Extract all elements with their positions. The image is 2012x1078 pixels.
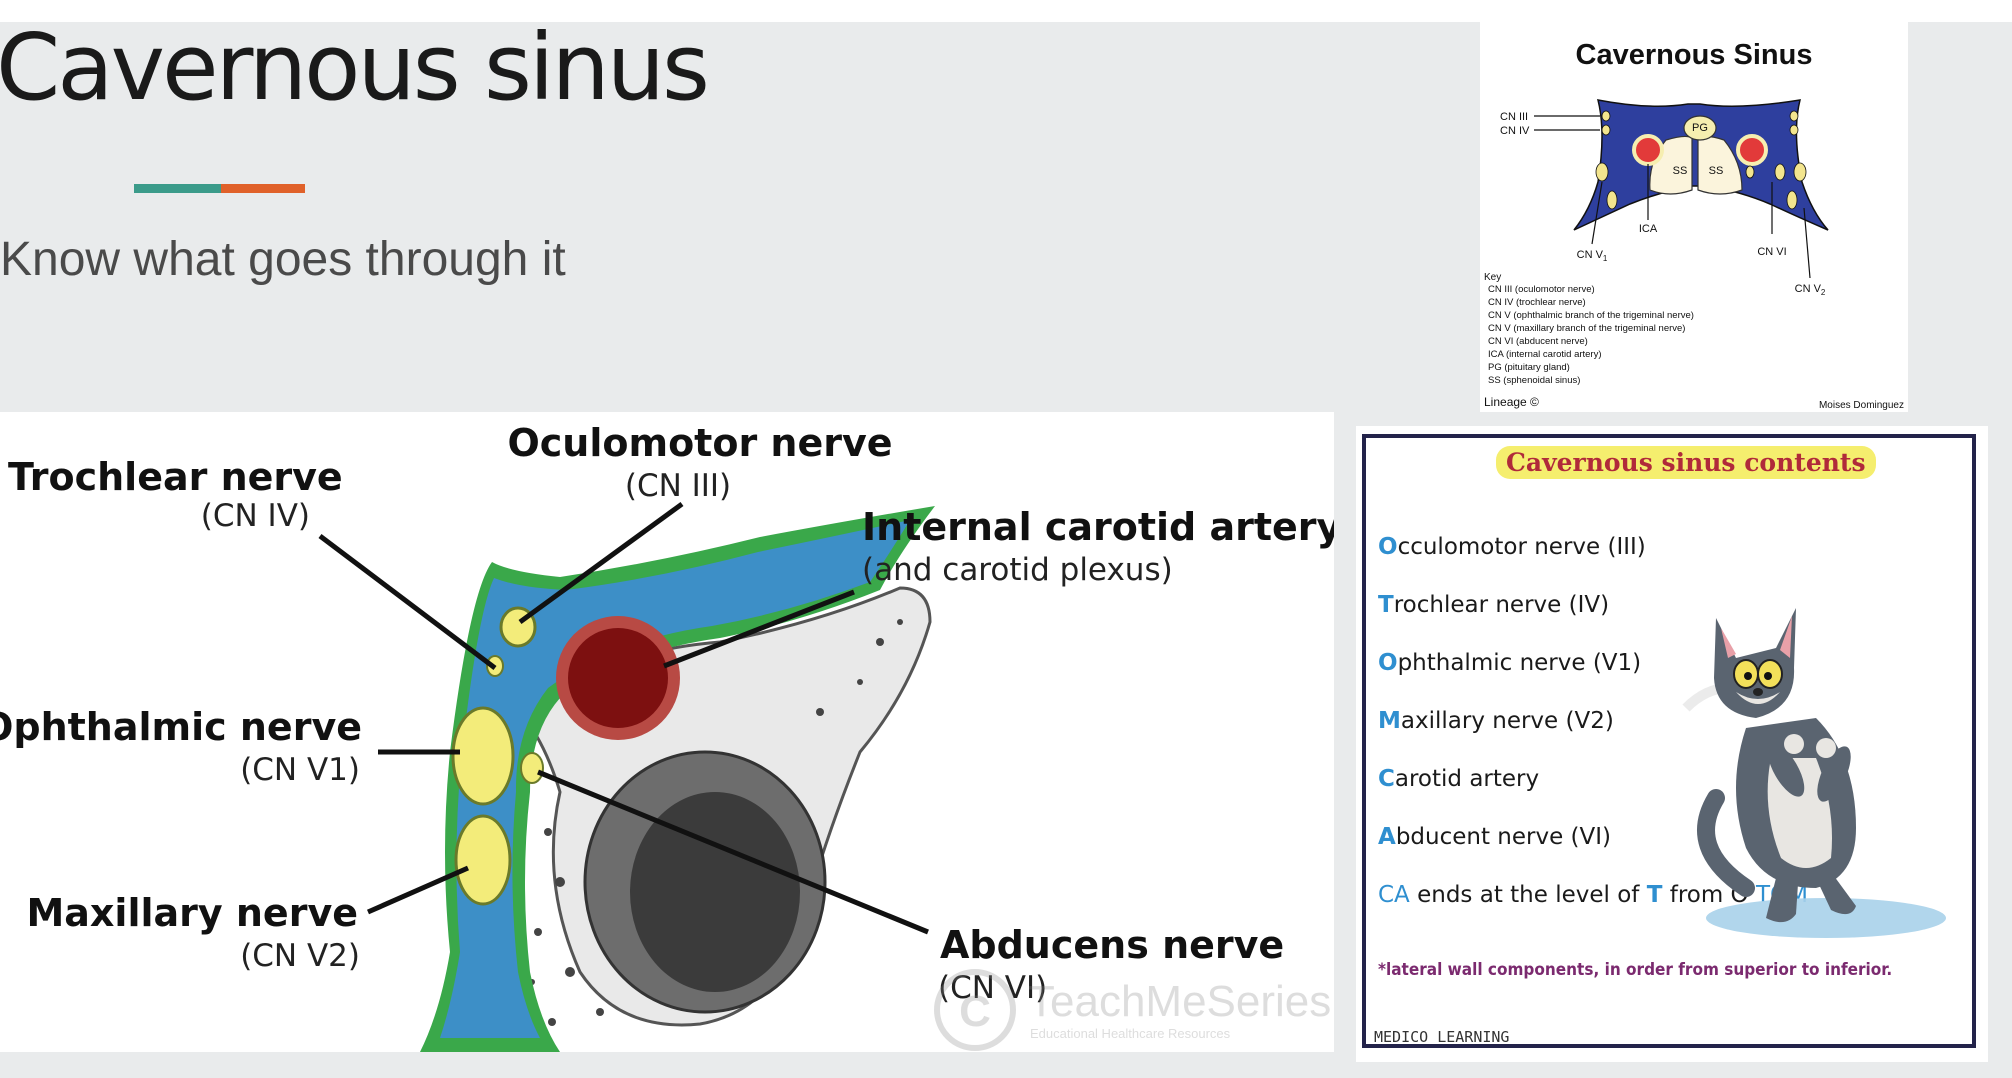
cavernous-sinus-space [440, 520, 910, 1038]
schematic-ica-left [1632, 134, 1664, 166]
label-maxillary-cn: (CN V2) [240, 938, 360, 974]
artery-lumen [568, 628, 668, 728]
contents-footnote: *lateral wall components, in order from … [1378, 960, 1893, 980]
schematic-leader-lines [1534, 115, 1811, 279]
sphenoid-sinus-shadow [630, 792, 800, 992]
watermark-text: TeachMeSeries [1028, 977, 1331, 1026]
item-initial: O [1378, 534, 1398, 560]
schematic-figure: Cavernous Sinus PG SS SS CN [1484, 39, 1904, 411]
item-initial: O [1378, 650, 1398, 676]
schematic-key-item: CN VI (abducent nerve) [1488, 336, 1588, 347]
slide-subtitle: Know what goes through it [0, 233, 566, 286]
schematic-label-cnv2: CN V2 [1795, 283, 1826, 297]
label-ophthalmic-cn: (CN V1) [240, 752, 360, 788]
contents-item-ophthalmic: Ophthalmic nerve (V1) [1378, 650, 1808, 708]
contents-frame: Cavernous sinus contents Occulomotor ner… [1362, 434, 1976, 1048]
schematic-label-cnv1: CN V1 [1577, 249, 1608, 263]
title-accent-orange [221, 184, 305, 193]
schematic-pituitary [1683, 115, 1717, 141]
schematic-key-item: CN III (oculomotor nerve) [1488, 284, 1595, 295]
label-abducens-nerve: Abducens nerve [940, 923, 1284, 967]
medico-learning-logo: MEDICO LEARNING [1374, 1028, 1510, 1046]
schematic-label-cn6: CN VI [1757, 246, 1786, 258]
label-trochlear-cn: (CN IV) [201, 498, 310, 534]
contents-item-oculomotor: Occulomotor nerve (III) [1378, 534, 1808, 592]
schematic-key-item: CN V (ophthalmic branch of the trigemina… [1488, 310, 1694, 321]
schematic-label-ica: ICA [1639, 223, 1658, 235]
mnemonic-middle: ends at the level of [1409, 882, 1647, 908]
contents-card: Cavernous sinus contents Occulomotor ner… [1356, 426, 1988, 1062]
label-ophthalmic-nerve: Ophthalmic nerve [0, 705, 362, 749]
label-maxillary-nerve: Maxillary nerve [26, 891, 358, 935]
abducens-nerve-shape [520, 752, 544, 784]
mnemonic-t: T [1646, 882, 1663, 908]
schematic-label-ss-left: SS [1673, 165, 1688, 177]
label-trochlear-nerve: Trochlear nerve [8, 455, 343, 499]
schematic-key-item: ICA (internal carotid artery) [1488, 349, 1602, 360]
label-oculomotor-cn: (CN III) [625, 468, 731, 504]
schematic-key-item: SS (sphenoidal sinus) [1488, 375, 1580, 386]
item-text: arotid artery [1394, 766, 1540, 792]
contents-item-abducent: Abducent nerve (VI) [1378, 824, 1808, 882]
schematic-label-ss-right: SS [1709, 165, 1724, 177]
label-carotid-plexus: (and carotid plexus) [862, 552, 1173, 588]
schematic-key-list: CN III (oculomotor nerve) CN IV (trochle… [1488, 284, 1694, 386]
schematic-label-pg: PG [1692, 122, 1708, 134]
schematic-label-cn4: CN IV [1500, 125, 1530, 137]
label-abducens-cn: (CN VI) [938, 970, 1047, 1006]
item-initial: A [1378, 824, 1396, 850]
teachme-watermark: C TeachMeSeries Educational Healthcare R… [934, 969, 1331, 1051]
schematic-ica-right [1736, 134, 1768, 166]
item-initial: T [1378, 592, 1394, 618]
label-oculomotor-nerve: Oculomotor nerve [507, 421, 892, 465]
contents-item-carotid: Carotid artery [1378, 766, 1808, 824]
item-text: bducent nerve (VI) [1395, 824, 1612, 850]
item-text: rochlear nerve (IV) [1393, 592, 1610, 618]
schematic-image: Cavernous Sinus PG SS SS CN [1480, 22, 1908, 412]
schematic-key-item: PG (pituitary gland) [1488, 362, 1570, 373]
item-initial: C [1378, 766, 1395, 792]
schematic-key-item: CN V (maxillary branch of the trigeminal… [1488, 323, 1685, 334]
svg-text:C: C [959, 987, 991, 1036]
item-text: cculomotor nerve (III) [1397, 534, 1646, 560]
ophthalmic-nerve-shape [451, 706, 515, 806]
schematic-key-item: CN IV (trochlear nerve) [1488, 297, 1586, 308]
watermark-subtext: Educational Healthcare Resources [1030, 1026, 1231, 1041]
mnemonic-ca: CA [1378, 882, 1410, 908]
diagram-leader-lines [318, 501, 929, 935]
contents-title: Cavernous sinus contents [1496, 446, 1876, 479]
contents-item-maxillary: Maxillary nerve (V2) [1378, 708, 1808, 766]
contents-item-trochlear: Trochlear nerve (IV) [1378, 592, 1808, 650]
item-text: phthalmic nerve (V1) [1397, 650, 1642, 676]
item-initial: M [1378, 708, 1401, 734]
item-text: axillary nerve (V2) [1400, 708, 1614, 734]
schematic-nerve-dots [1595, 110, 1807, 210]
label-internal-carotid-artery: Internal carotid artery [862, 505, 1334, 549]
slide-title: Cavernous sinus [0, 14, 710, 121]
maxillary-nerve-shape [454, 814, 512, 906]
schematic-title: Cavernous Sinus [1576, 39, 1813, 71]
schematic-label-cn3: CN III [1500, 111, 1528, 123]
schematic-credit-right: Moises Dominguez [1819, 400, 1904, 411]
title-accent-teal [134, 184, 221, 193]
cartoon-cat-illustration [1682, 608, 1946, 938]
schematic-key-heading: Key [1484, 272, 1501, 283]
cross-section-diagram: Oculomotor nerve (CN III) Trochlear nerv… [0, 412, 1334, 1052]
cross-section-figure: Oculomotor nerve (CN III) Trochlear nerv… [0, 421, 1334, 1052]
schematic-credit-left: Lineage © [1484, 395, 1539, 409]
